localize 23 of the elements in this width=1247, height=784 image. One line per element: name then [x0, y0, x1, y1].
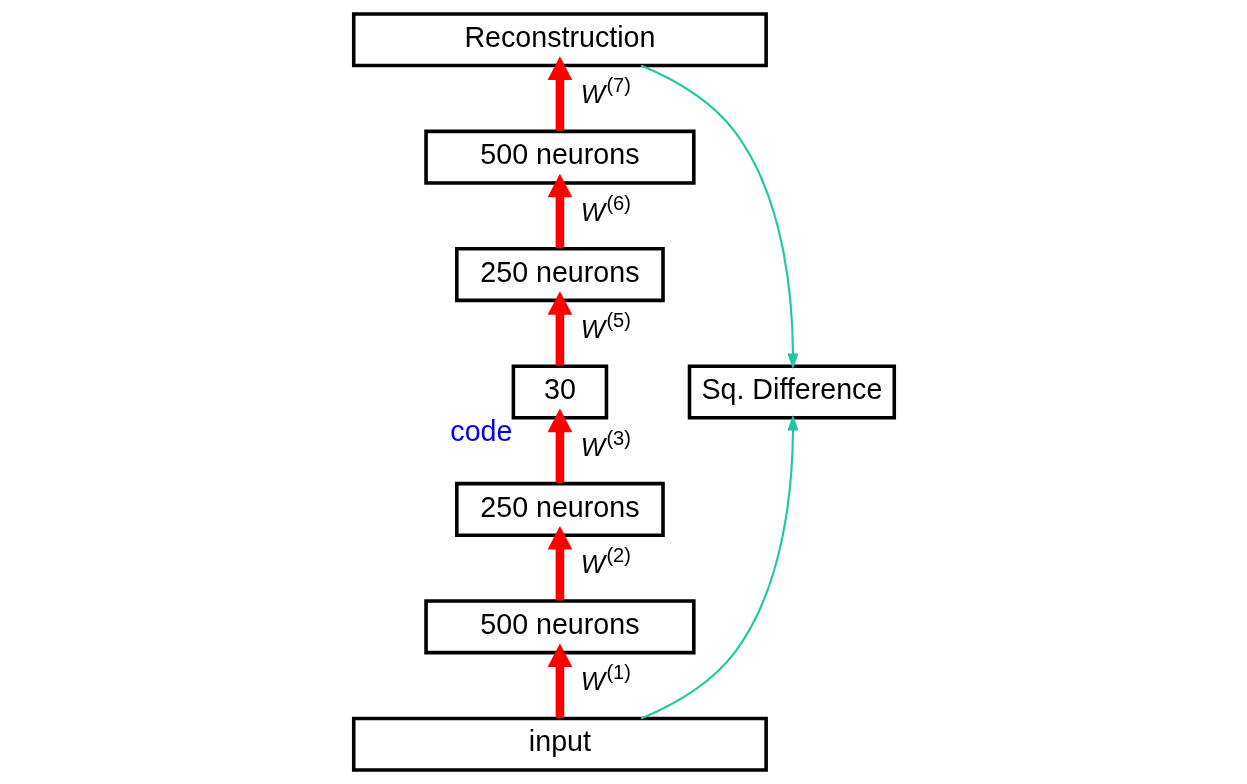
edge-label: W$^{(5)}$	[580, 309, 631, 344]
node-box: 500 neurons	[423, 129, 696, 185]
arrow	[640, 64, 798, 370]
arrow	[547, 173, 572, 249]
arrow	[547, 643, 572, 718]
node-label: code	[449, 414, 512, 447]
node-box: input	[351, 716, 768, 772]
arrow	[547, 408, 572, 484]
node-box: 250 neurons	[454, 481, 665, 537]
node-box: 30	[511, 364, 608, 420]
arrow	[547, 291, 572, 366]
edge-label: W$^{(1)}$	[580, 661, 631, 696]
node-box: Reconstruction	[351, 12, 768, 68]
edge-label: W$^{(7)}$	[580, 74, 631, 109]
node-box: Sq. Difference	[687, 364, 896, 420]
edge-label: W$^{(2)}$	[580, 543, 631, 578]
node-box: 250 neurons	[454, 247, 665, 303]
arrow	[547, 526, 572, 601]
arrow	[640, 414, 798, 720]
edge-label: W$^{(6)}$	[580, 191, 631, 226]
arrow	[547, 56, 572, 131]
node-box: 500 neurons	[423, 599, 696, 655]
edge-label: W$^{(3)}$	[580, 426, 631, 461]
